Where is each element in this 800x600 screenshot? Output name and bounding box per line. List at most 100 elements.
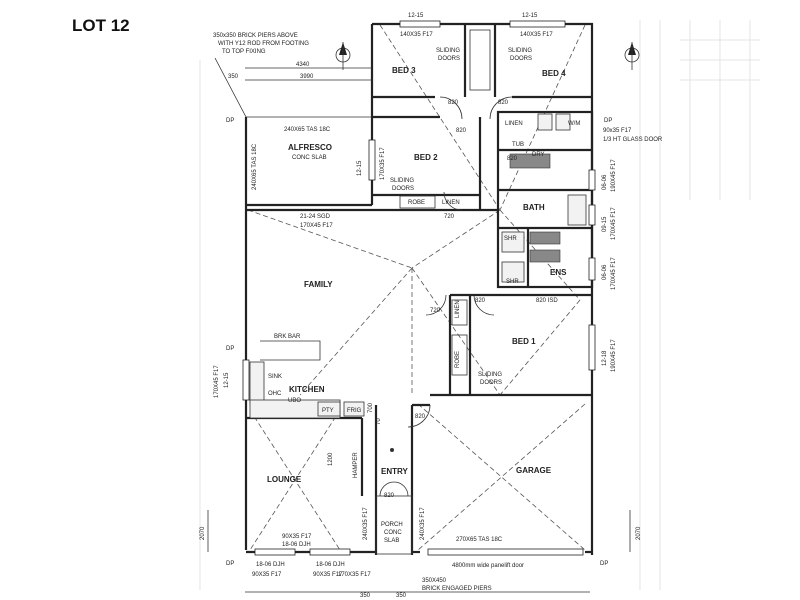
sink-bench <box>249 361 265 405</box>
ens-shr-label: SHR <box>506 279 519 285</box>
win-lounge-size-bottom: 18-06 DJH <box>256 562 285 568</box>
door-820: 820 <box>507 156 518 162</box>
bed2-linen-label: LINEN <box>442 200 460 206</box>
garage-door-label: 4800mm wide panelift door <box>452 563 524 569</box>
dryer <box>537 113 553 131</box>
bed4-doors-label: DOORS <box>510 56 532 62</box>
bed1-linen-label: LINEN <box>455 300 461 318</box>
door-820: 820 <box>498 100 509 106</box>
pty-label: PTY <box>322 408 334 414</box>
lot-title: LOT 12 <box>72 16 130 35</box>
lintel-sgd: 170X45 F17 <box>300 223 333 229</box>
lintel-lounge-bottom: 90X35 F17 <box>252 572 282 578</box>
dp-label: DP <box>600 561 608 567</box>
bed2-robe-label: ROBE <box>408 200 425 206</box>
north-arrow-icon <box>335 42 351 70</box>
pantry <box>317 401 341 417</box>
room-garage: GARAGE <box>516 466 552 475</box>
dim-350-bottom: 350 <box>396 593 407 599</box>
robe-bed2 <box>399 195 436 209</box>
bed1-sliding-label: SLIDING <box>478 372 502 378</box>
dim-1200: 1200 <box>328 452 334 466</box>
dp-label: DP <box>226 346 234 352</box>
room-lounge: LOUNGE <box>267 475 302 484</box>
dim-350-top: 350 <box>228 74 239 80</box>
windows <box>242 20 596 556</box>
frig-label: FRIG <box>347 408 362 414</box>
ohc-label: OHC <box>268 391 282 397</box>
vanity <box>529 249 561 263</box>
sgd-label: 21-24 SGD <box>300 214 331 220</box>
room-porch: PORCH <box>381 522 403 528</box>
room-dry: DRY <box>532 152 545 158</box>
door-820: 820 <box>384 493 395 499</box>
robe-bed1 <box>451 334 468 376</box>
ubo-label: UBO <box>288 398 301 404</box>
piers-note-line1: 350x350 BRICK PIERS ABOVE <box>213 33 298 39</box>
glass-door-lintel: 90x35 F17 <box>603 128 632 134</box>
bed3-doors-label: DOORS <box>438 56 460 62</box>
bed1-robe-label: ROBE <box>455 351 461 368</box>
lintel-bed1: 190X45 F17 <box>611 339 617 372</box>
win-lounge2-size: 18-06 DJH <box>316 562 345 568</box>
shower <box>501 231 525 253</box>
dim-2070-left: 2070 <box>200 526 206 540</box>
door-720: 720 <box>444 214 455 220</box>
washer <box>555 113 571 131</box>
room-entry: ENTRY <box>381 467 408 476</box>
win-bed2-size: 12-15 <box>357 160 363 176</box>
bed4-sliding-label: SLIDING <box>508 48 532 54</box>
laundry-linen-label: LINEN <box>505 121 523 127</box>
lintel-lounge-window: 90X35 F17 <box>282 534 312 540</box>
door-820: 820 <box>456 128 467 134</box>
door-720: 720 <box>430 308 441 314</box>
bed2-doors-label: DOORS <box>392 186 414 192</box>
hamper-label: HAMPER <box>353 452 359 478</box>
dim-70: 70 <box>376 418 382 425</box>
linen-bed1 <box>451 299 468 326</box>
lintel-alfresco: 240X65 TAS 18C <box>284 127 331 133</box>
breakfast-bar <box>260 340 321 361</box>
piers-note-line3: TO TOP FIXING <box>222 49 266 55</box>
dp-label: DP <box>226 118 234 124</box>
piers-note-line2: WITH Y12 ROD FROM FOOTING <box>218 41 309 47</box>
lintel-garage: 270X65 TAS 18C <box>456 537 503 543</box>
porch-slab-label: SLAB <box>384 538 399 544</box>
dim-2070-right: 2070 <box>636 526 642 540</box>
dimension-lines <box>207 57 631 593</box>
tub-label: TUB <box>512 142 524 148</box>
bath-tub <box>567 194 587 226</box>
lintel-bed2-vertical: 170X35 F17 <box>380 147 386 180</box>
door-820: 820 <box>415 414 426 420</box>
laundry-bench <box>509 153 551 169</box>
shr-label: SHR <box>504 236 517 242</box>
room-bath: BATH <box>523 203 545 212</box>
door-swings <box>379 96 513 497</box>
lintel-lounge2: 90X35 F17 <box>313 572 343 578</box>
lintel-bed3: 140X35 F17 <box>400 32 433 38</box>
lintel-porch-left: 240X35 F17 <box>363 507 369 540</box>
room-bed4: BED 4 <box>542 69 566 78</box>
dim-700: 700 <box>368 402 374 413</box>
win-bed4-size: 12-15 <box>522 13 538 19</box>
alfresco-slab-label: CONC SLAB <box>292 155 327 161</box>
bed2-sliding-label: SLIDING <box>390 178 414 184</box>
win-bath-size: 09-15 <box>602 216 608 232</box>
robe-bed3 <box>469 29 491 91</box>
brk-bar-label: BRK BAR <box>274 334 301 340</box>
ens-shower <box>501 261 525 283</box>
lintel-laundry: 190X45 F17 <box>611 159 617 192</box>
lintel-kitchen-window: 170X45 F17 <box>214 365 220 398</box>
engaged-piers-size: 350X450 <box>422 578 447 584</box>
door-820-isd: 820 ISD <box>536 298 558 304</box>
win-bed3-size: 12-15 <box>408 13 424 19</box>
win-kitchen-size: 12-15 <box>224 372 230 388</box>
fridge-space <box>343 401 365 417</box>
win-ens-size: 06-06 <box>602 264 608 280</box>
room-kitchen: KITCHEN <box>289 385 325 394</box>
door-820: 820 <box>448 100 459 106</box>
entry-light <box>390 448 394 452</box>
lintel-bath: 170X45 F17 <box>611 207 617 240</box>
background-ghost-lines <box>199 20 760 590</box>
lintel-alfresco-vertical: 240X65 TAS 18C <box>252 143 258 190</box>
